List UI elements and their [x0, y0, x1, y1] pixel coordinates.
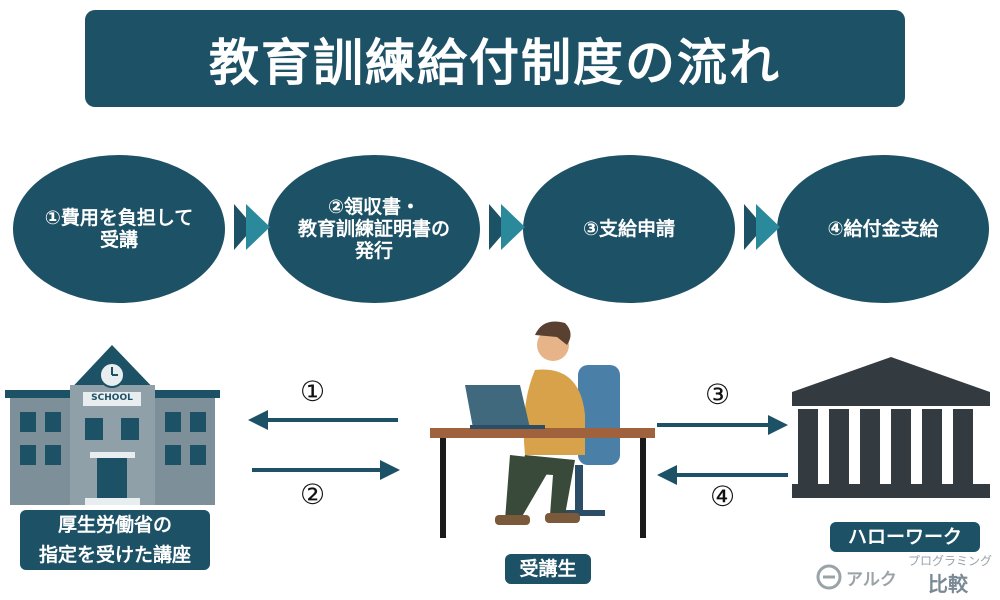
- school-sign: SCHOOL: [91, 393, 133, 403]
- watermark-main: 比較: [928, 572, 968, 596]
- student-label: 受講生: [505, 554, 591, 584]
- arrow-left-icon: [248, 410, 398, 430]
- step-1-label: ①費用を負担して 受講: [44, 207, 194, 251]
- step-4-label: ④給付金支給: [827, 218, 939, 240]
- step-2: ②領収書・ 教育訓練証明書の 発行: [268, 155, 480, 303]
- flow-number-1: ①: [300, 375, 326, 408]
- step-4: ④給付金支給: [777, 155, 989, 303]
- step-3-label: ③支給申請: [582, 218, 676, 240]
- chevron-right-icon: [744, 204, 780, 250]
- step-3: ③支給申請: [523, 155, 735, 303]
- arrow-right-icon: [252, 460, 400, 480]
- school-building-icon: [5, 345, 220, 505]
- school-label: 厚生労働省の 指定を受けた講座: [20, 510, 210, 570]
- flow-number-3: ③: [705, 378, 731, 411]
- arrow-left-icon: [657, 465, 788, 485]
- arrow-right-icon: [657, 415, 788, 435]
- watermark-logo-icon: [816, 564, 842, 590]
- student-at-desk-icon: [430, 321, 655, 538]
- page-title: 教育訓練給付制度の流れ: [209, 33, 781, 92]
- watermark-sub: プログラミング: [908, 554, 993, 568]
- hellowork-label: ハローワーク: [830, 522, 980, 552]
- flow-number-4: ④: [710, 480, 736, 513]
- watermark-brand: アルク: [846, 570, 897, 590]
- step-2-label: ②領収書・ 教育訓練証明書の 発行: [297, 196, 450, 262]
- flow-number-2: ②: [300, 478, 326, 511]
- government-building-icon: [792, 357, 990, 498]
- title-banner: 教育訓練給付制度の流れ: [85, 10, 905, 107]
- chevron-right-icon: [234, 204, 270, 250]
- step-1: ①費用を負担して 受講: [13, 155, 225, 303]
- chevron-right-icon: [489, 204, 525, 250]
- school-label-text: 厚生労働省の 指定を受けた講座: [38, 514, 191, 566]
